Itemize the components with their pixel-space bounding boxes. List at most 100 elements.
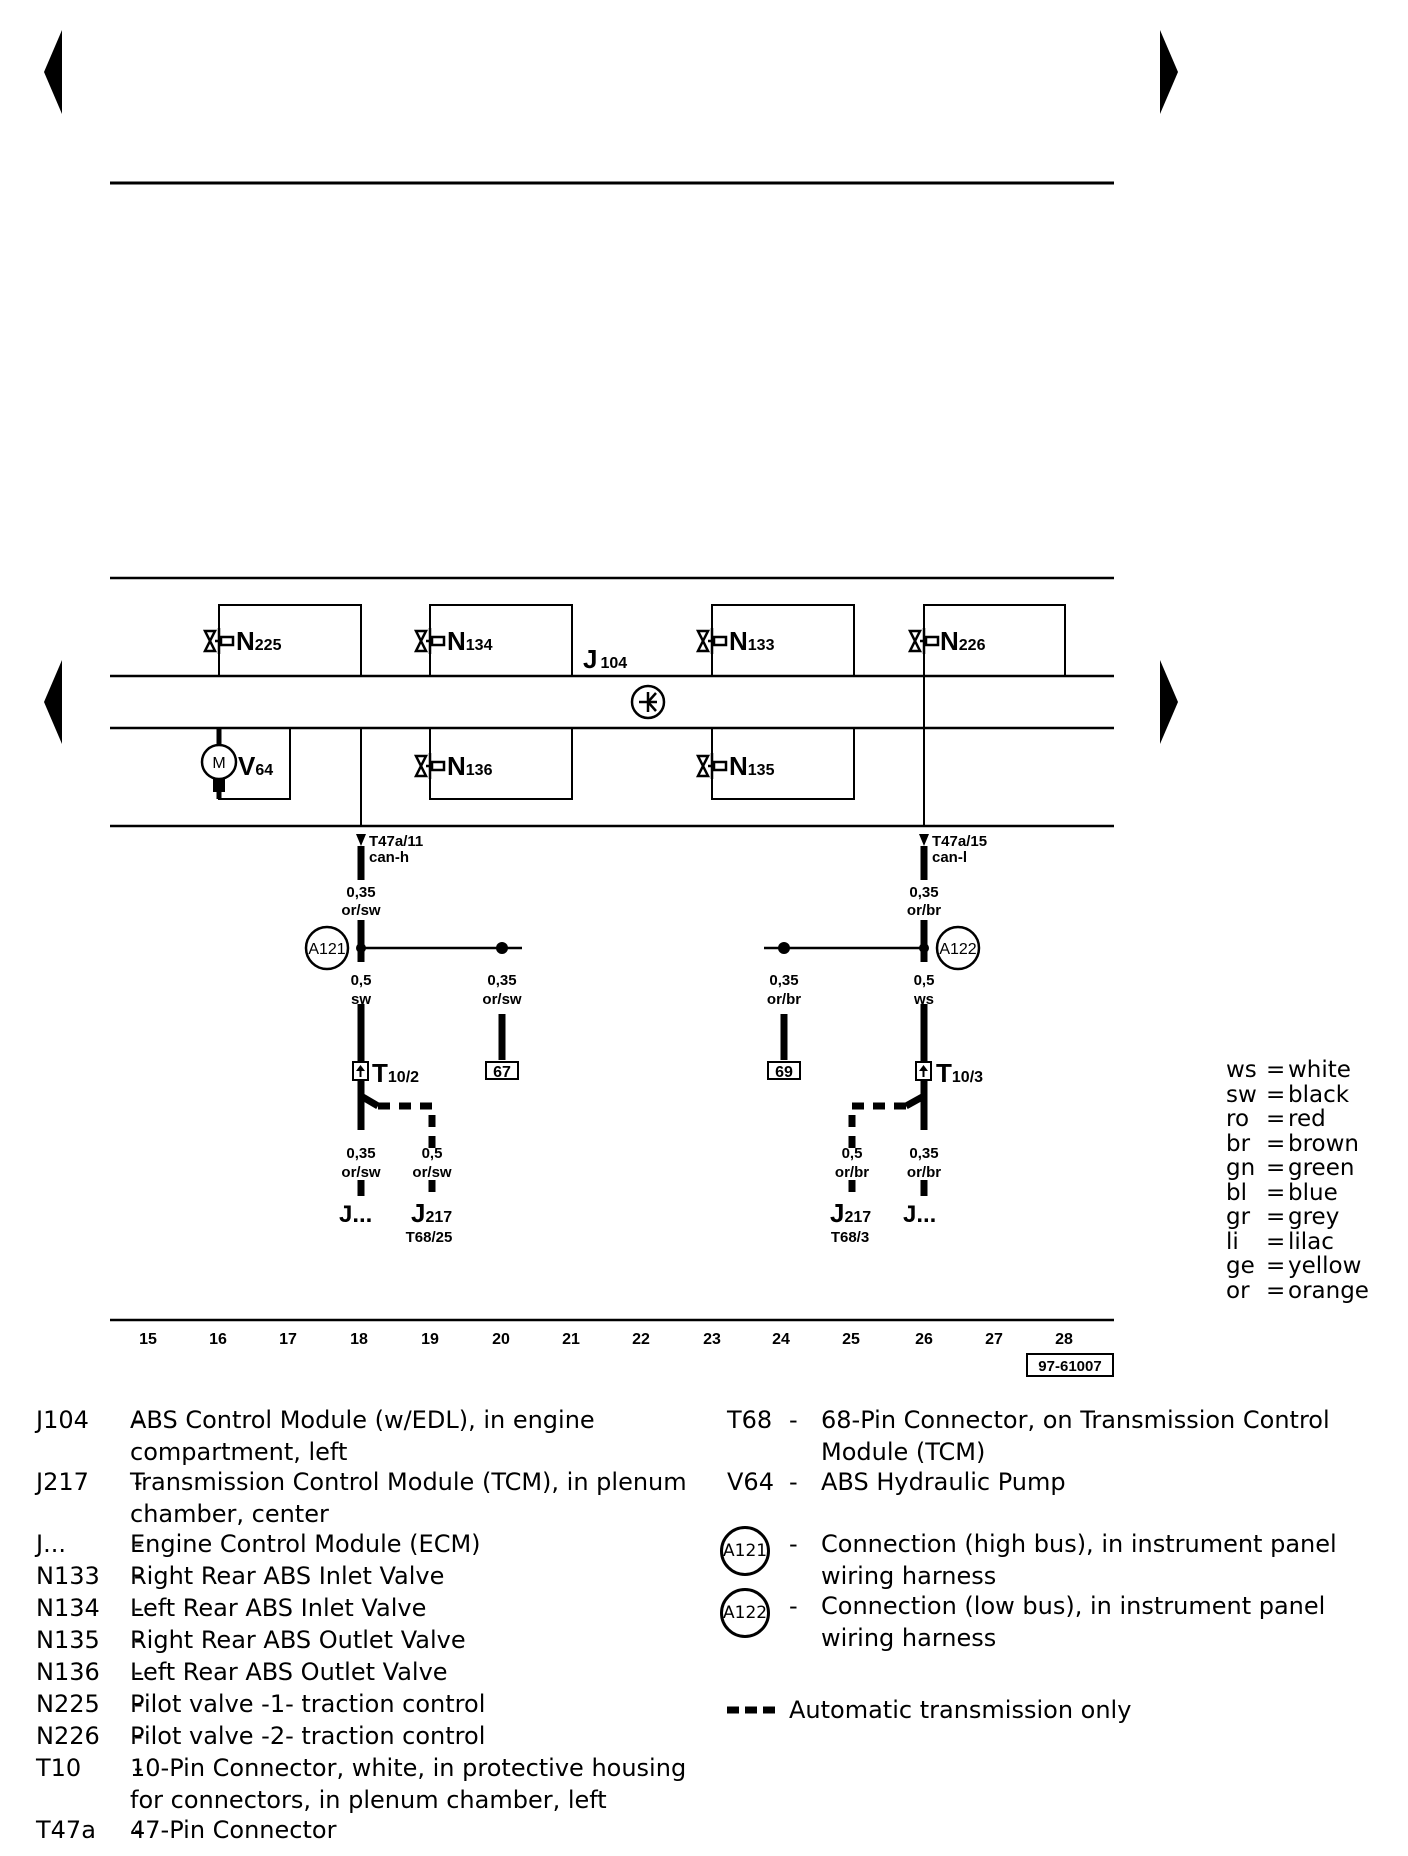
t10-3-label: T10/3: [936, 1058, 983, 1088]
legend-separator: -: [134, 1562, 143, 1590]
wires: [357, 846, 928, 1196]
legend-code: T68: [727, 1406, 773, 1434]
wire-color: sw: [351, 991, 371, 1008]
grid-number: 18: [350, 1331, 368, 1348]
a122-label: A122: [939, 941, 976, 958]
grid-number: 16: [209, 1331, 227, 1348]
wire-size: 0,35: [346, 1145, 375, 1162]
legend-code: T10: [36, 1754, 82, 1782]
color-equals: =: [1266, 1253, 1286, 1279]
wire-size: 0,35: [346, 884, 375, 901]
legend-separator: -: [134, 1754, 143, 1782]
j217-label: J217: [411, 1198, 452, 1228]
motor-icon: [200, 728, 238, 799]
color-equals: =: [1266, 1106, 1286, 1132]
grid-number: 21: [562, 1331, 580, 1348]
color-code: li: [1226, 1228, 1239, 1255]
grid-number: 23: [703, 1331, 721, 1348]
color-equals: =: [1266, 1228, 1286, 1255]
grid-number: 27: [985, 1331, 1003, 1348]
pin-signal: can-l: [932, 849, 967, 866]
valve-icon: [907, 628, 940, 654]
legend-code: A121: [723, 1541, 768, 1561]
wire-size: 0,5: [351, 972, 372, 989]
legend-description: 47-Pin Connector: [130, 1816, 337, 1844]
color-name: brown: [1288, 1130, 1360, 1157]
n133-label: N133: [729, 626, 775, 656]
ref-67-box: [485, 1061, 519, 1080]
legend-description: Pilot valve -1- traction control: [130, 1690, 486, 1718]
grid-number: 15: [139, 1331, 157, 1348]
wire-color: or/br: [907, 902, 941, 919]
grid-number: 28: [1055, 1331, 1073, 1348]
color-name: lilac: [1288, 1228, 1334, 1255]
wire-color: or/sw: [341, 902, 381, 919]
motor-letter: M: [212, 755, 225, 772]
wire-size: 0,35: [769, 972, 798, 989]
valve-icon: [413, 628, 446, 654]
figure-id: 97-61007: [1038, 1358, 1101, 1375]
color-name: blue: [1288, 1179, 1338, 1206]
next-page-arrow-icon[interactable]: [1158, 660, 1180, 744]
a121-connection: [304, 925, 350, 971]
legend-code: N135: [36, 1626, 100, 1654]
color-code: gn: [1226, 1155, 1256, 1181]
legend-separator: -: [134, 1594, 143, 1622]
j217-pin-label: T68/3: [831, 1229, 869, 1246]
a121-label: A121: [308, 941, 345, 958]
legend-description: Right Rear ABS Outlet Valve: [130, 1626, 466, 1654]
legend-code: N136: [36, 1658, 100, 1686]
legend-separator: -: [134, 1816, 143, 1844]
color-equals: =: [1266, 1081, 1286, 1108]
color-name: black: [1288, 1081, 1350, 1108]
legend-code: N134: [36, 1594, 100, 1622]
legend-code: N225: [36, 1690, 100, 1718]
pin-arrow-icon: [919, 834, 929, 846]
wire-size: 0,35: [487, 972, 516, 989]
j-ecm-label: J...: [339, 1201, 372, 1228]
legend-description: Transmission Control Module (TCM), in pl…: [130, 1468, 687, 1528]
color-name: grey: [1288, 1204, 1340, 1230]
color-code: bl: [1226, 1179, 1247, 1206]
legend-separator: -: [789, 1406, 798, 1434]
legend-separator: -: [134, 1468, 143, 1496]
legend-separator: -: [134, 1406, 143, 1434]
previous-page-arrow-icon[interactable]: [42, 660, 64, 744]
legend-description: Automatic transmission only: [789, 1696, 1132, 1724]
next-page-arrow-icon[interactable]: [1158, 30, 1180, 114]
wire-size: 0,5: [422, 1145, 443, 1162]
automatic-transmission-wires: [378, 1102, 906, 1196]
ref-67-label: 67: [493, 1064, 511, 1081]
legend-separator: -: [134, 1722, 143, 1750]
grid-number: 24: [772, 1331, 790, 1348]
wire-size: 0,5: [914, 972, 935, 989]
connector-icon: [915, 1061, 932, 1081]
j-ecm-label: J...: [903, 1201, 936, 1228]
t10-2-label: T10/2: [372, 1058, 419, 1088]
a122-connection: [935, 925, 981, 971]
v64-label: V64: [238, 751, 273, 781]
grid-number: 17: [279, 1331, 297, 1348]
pin-label: T47a/15: [932, 833, 987, 850]
legend-separator: -: [134, 1530, 143, 1558]
legend-description: 10-Pin Connector, white, in protective h…: [130, 1754, 687, 1814]
grid-number: 20: [492, 1331, 510, 1348]
previous-page-arrow-icon[interactable]: [42, 30, 64, 114]
legend-separator: -: [134, 1626, 143, 1654]
electronic-module-icon: [630, 684, 666, 720]
connection-circle-icon: A122: [720, 1588, 770, 1638]
color-code: br: [1226, 1130, 1251, 1157]
color-name: yellow: [1288, 1253, 1362, 1279]
legend-description: 68-Pin Connector, on Transmission Contro…: [821, 1406, 1330, 1466]
wire-size: 0,35: [909, 1145, 938, 1162]
valve-icon: [202, 628, 235, 654]
color-name: green: [1288, 1155, 1355, 1181]
pin-signal: can-h: [369, 849, 409, 866]
color-code: or: [1226, 1277, 1250, 1304]
color-name: red: [1288, 1106, 1326, 1132]
j217-label: J217: [830, 1198, 871, 1228]
splice-point: [919, 943, 929, 953]
ref-69-box: [767, 1061, 801, 1080]
legend-description: Left Rear ABS Outlet Valve: [130, 1658, 448, 1686]
